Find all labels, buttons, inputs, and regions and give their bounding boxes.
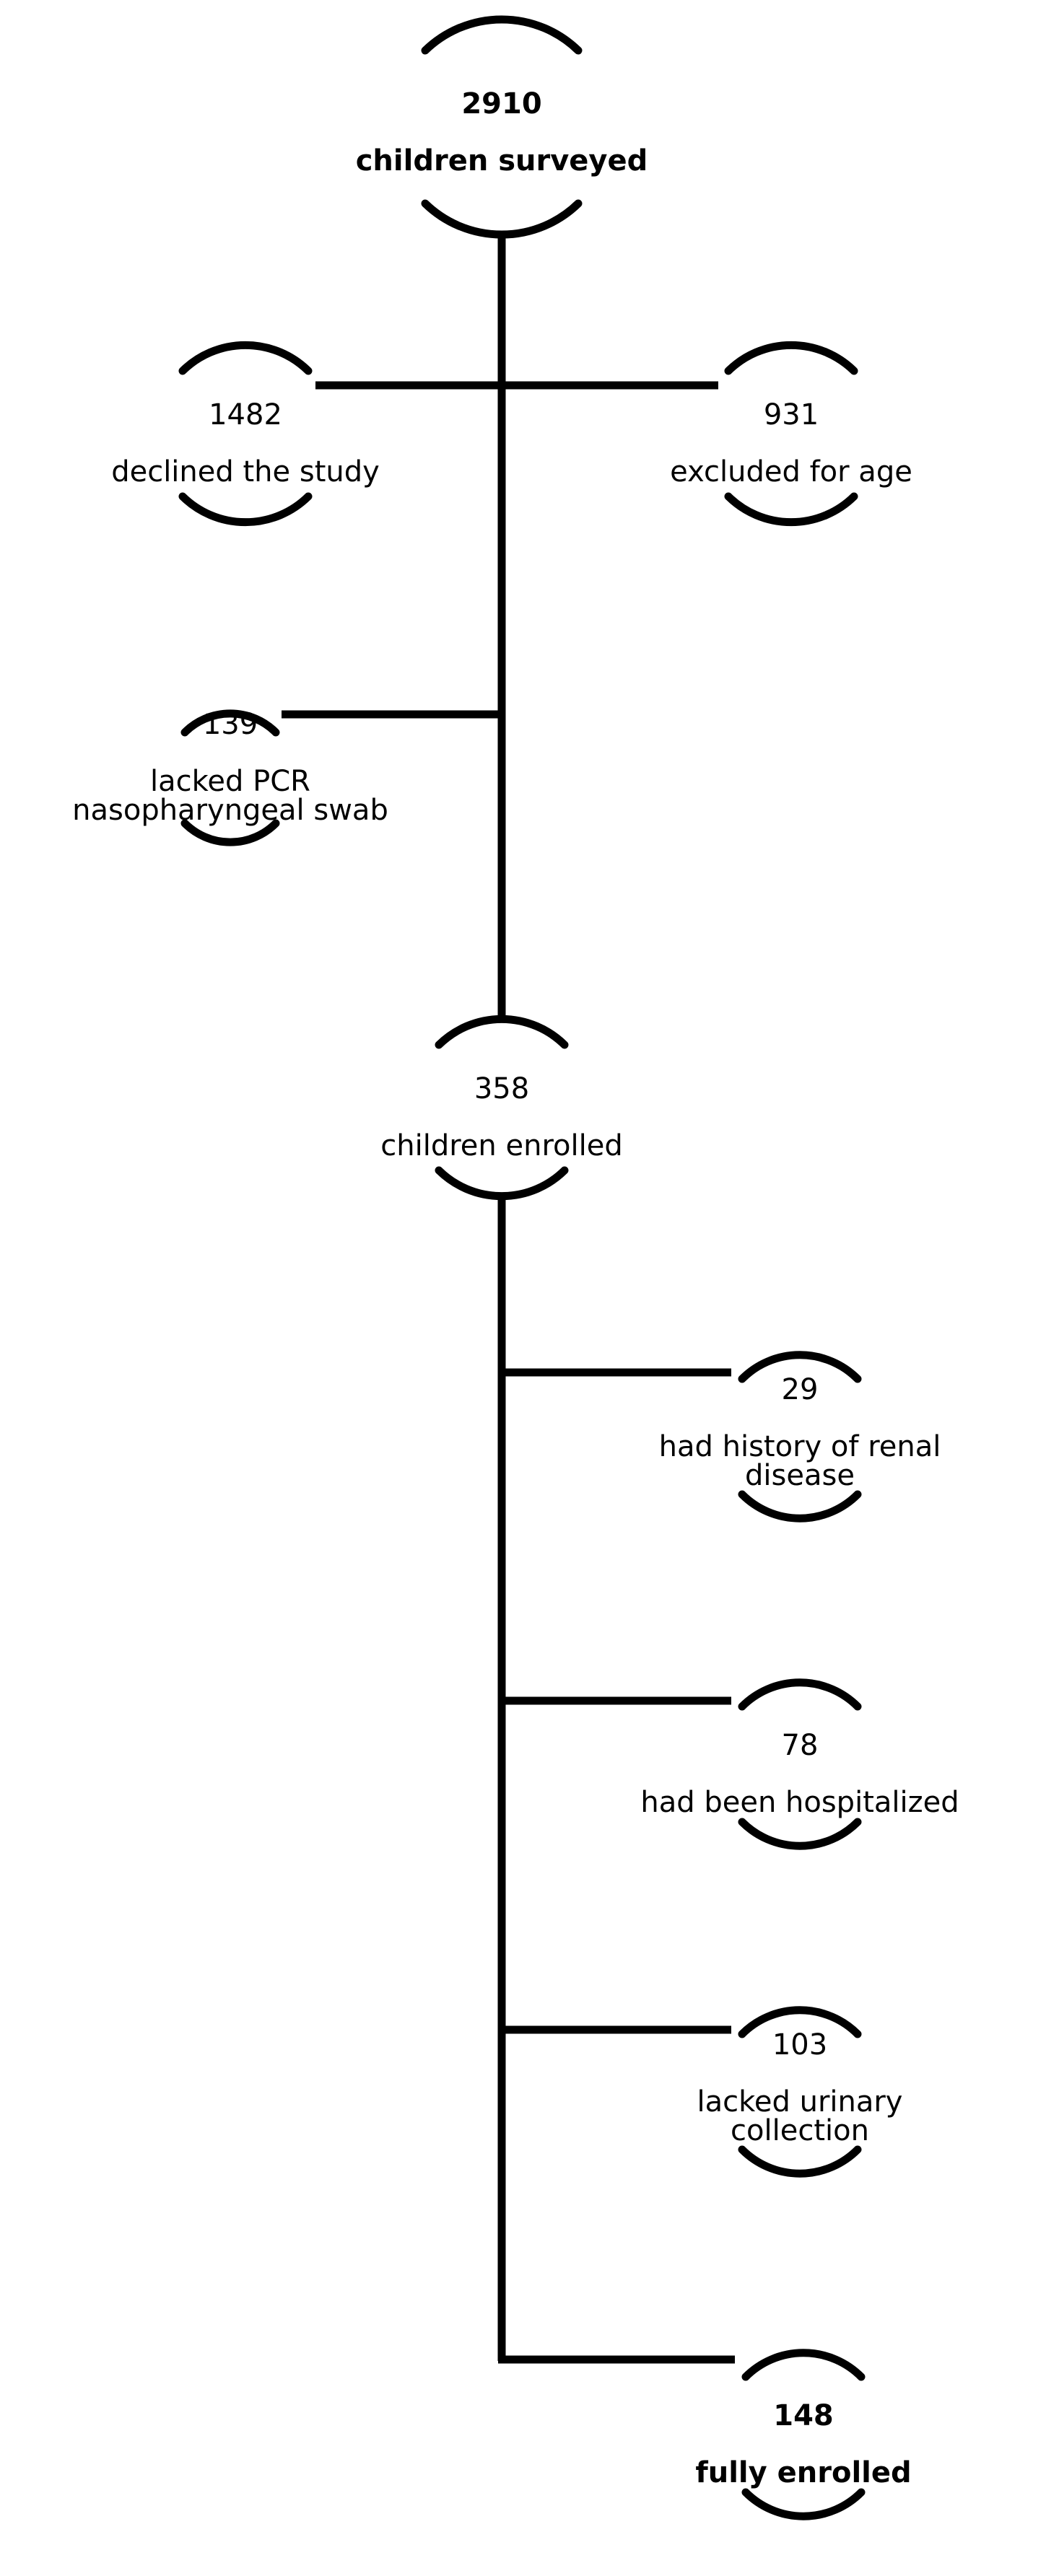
node-shape-enrolled [435,1015,569,1201]
node-shape-renal-history [738,1351,862,1523]
node-shape-surveyed [421,15,583,239]
node-shape-excluded-age [724,341,858,527]
node-shape-hospitalized [738,1678,862,1850]
node-shape-lacked-pcr [180,709,280,846]
node-shape-lacked-urine [738,2006,862,2178]
node-shape-declined [178,341,313,527]
node-shape-fully-enrolled [741,2349,866,2520]
